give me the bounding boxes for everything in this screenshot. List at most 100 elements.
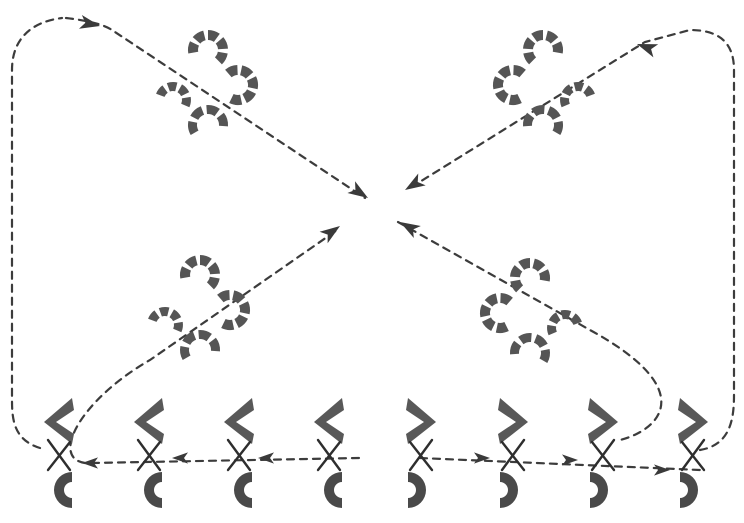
cluster-ring-lower	[523, 105, 563, 135]
cluster-ring-left	[148, 307, 183, 332]
chain-unit	[678, 398, 708, 508]
shape-segment	[513, 65, 526, 77]
cluster-bottom-right	[480, 258, 582, 363]
shape-segment	[493, 76, 504, 89]
shape-segment	[208, 30, 220, 42]
inner-right-path-path	[398, 222, 661, 440]
shape-segment	[545, 31, 558, 44]
cluster-ring-left	[547, 310, 582, 335]
shape-segment	[523, 52, 536, 65]
cluster-ring-upper	[180, 255, 220, 289]
cluster-ring-upper	[510, 258, 550, 292]
shape-segment	[208, 262, 220, 274]
shape-segment	[540, 349, 550, 363]
shape-segment	[173, 322, 183, 332]
shape-segment	[240, 65, 253, 78]
shape-segment	[198, 330, 212, 341]
arrowhead-lower-right	[397, 216, 421, 238]
cluster-top-right	[493, 30, 595, 135]
shape-segment	[180, 266, 191, 278]
shape-segment	[225, 65, 238, 77]
shape-segment	[180, 346, 190, 360]
shape-segment	[190, 106, 204, 120]
shape-segment	[547, 325, 557, 335]
chevron-shape	[678, 398, 708, 444]
arrowhead-center-left	[347, 181, 371, 204]
chain-left-link-path	[92, 458, 360, 463]
cluster-ring-right	[225, 65, 258, 105]
hook-shape	[590, 472, 608, 508]
shape-segment	[523, 113, 534, 127]
shape-segment	[209, 338, 220, 352]
hook-shape	[500, 472, 518, 508]
shape-segment	[553, 121, 563, 135]
shape-segment	[148, 310, 160, 322]
chevron-shape	[314, 398, 344, 444]
hook-shape	[234, 472, 252, 508]
chevron-shape	[134, 398, 164, 444]
shape-segment	[523, 37, 535, 49]
cluster-ring-left	[156, 82, 191, 107]
shape-segment	[188, 41, 199, 53]
cluster-ring-left	[560, 82, 595, 107]
shape-segment	[159, 307, 170, 317]
arrowhead-chain-6	[654, 464, 670, 475]
shape-segment	[547, 106, 561, 120]
outer-left-loop-path	[12, 18, 62, 448]
shape-segment	[247, 76, 258, 89]
cluster-ring-lower	[188, 105, 228, 135]
cluster-ring-lower	[510, 333, 550, 363]
shape-segment	[207, 277, 220, 290]
shape-segment	[518, 333, 532, 344]
shape-segment	[496, 322, 509, 333]
shape-segment	[510, 341, 521, 355]
chain-unit	[314, 398, 344, 508]
shape-segment	[178, 84, 190, 96]
arrowhead-center-right	[401, 173, 425, 195]
cluster-ring-upper	[523, 30, 563, 64]
shape-segment	[480, 304, 491, 317]
hook-shape	[54, 472, 72, 508]
chevron-shape	[44, 398, 74, 444]
shape-segment	[156, 85, 168, 97]
arrow-paths	[12, 18, 734, 470]
shape-segment	[217, 290, 230, 302]
shape-segment	[532, 259, 545, 272]
shape-segment	[531, 105, 545, 116]
chain-unit	[134, 398, 164, 508]
shape-segment	[182, 331, 196, 345]
chevron-shape	[588, 398, 618, 444]
shape-clusters	[148, 30, 595, 363]
shape-segment	[574, 82, 585, 92]
shape-segment	[485, 293, 498, 306]
shape-segment	[215, 52, 228, 65]
shape-segment	[509, 94, 522, 105]
shape-segment	[495, 89, 509, 103]
chevron-shape	[224, 398, 254, 444]
shape-segment	[167, 82, 178, 92]
cluster-ring-right	[480, 293, 513, 333]
shape-segment	[188, 121, 198, 135]
shape-segment	[217, 113, 228, 127]
shape-segment	[531, 30, 543, 42]
hook-shape	[680, 472, 698, 508]
shape-segment	[239, 301, 250, 314]
shape-segment	[500, 293, 513, 305]
chain-unit	[44, 398, 74, 508]
shape-segment	[570, 313, 582, 325]
chain-unit	[588, 398, 618, 508]
shape-segment	[234, 314, 248, 328]
shape-segment	[560, 97, 570, 107]
shape-segment	[216, 37, 228, 49]
chevron-shape	[498, 398, 528, 444]
chain-unit	[498, 398, 528, 508]
shape-segment	[510, 265, 522, 277]
hook-shape	[144, 472, 162, 508]
chain-unit	[406, 398, 436, 508]
cluster-ring-right	[493, 65, 526, 105]
shape-segment	[242, 89, 256, 103]
chain-row	[44, 398, 708, 508]
cluster-bottom-left	[148, 255, 250, 360]
shape-segment	[482, 317, 496, 331]
